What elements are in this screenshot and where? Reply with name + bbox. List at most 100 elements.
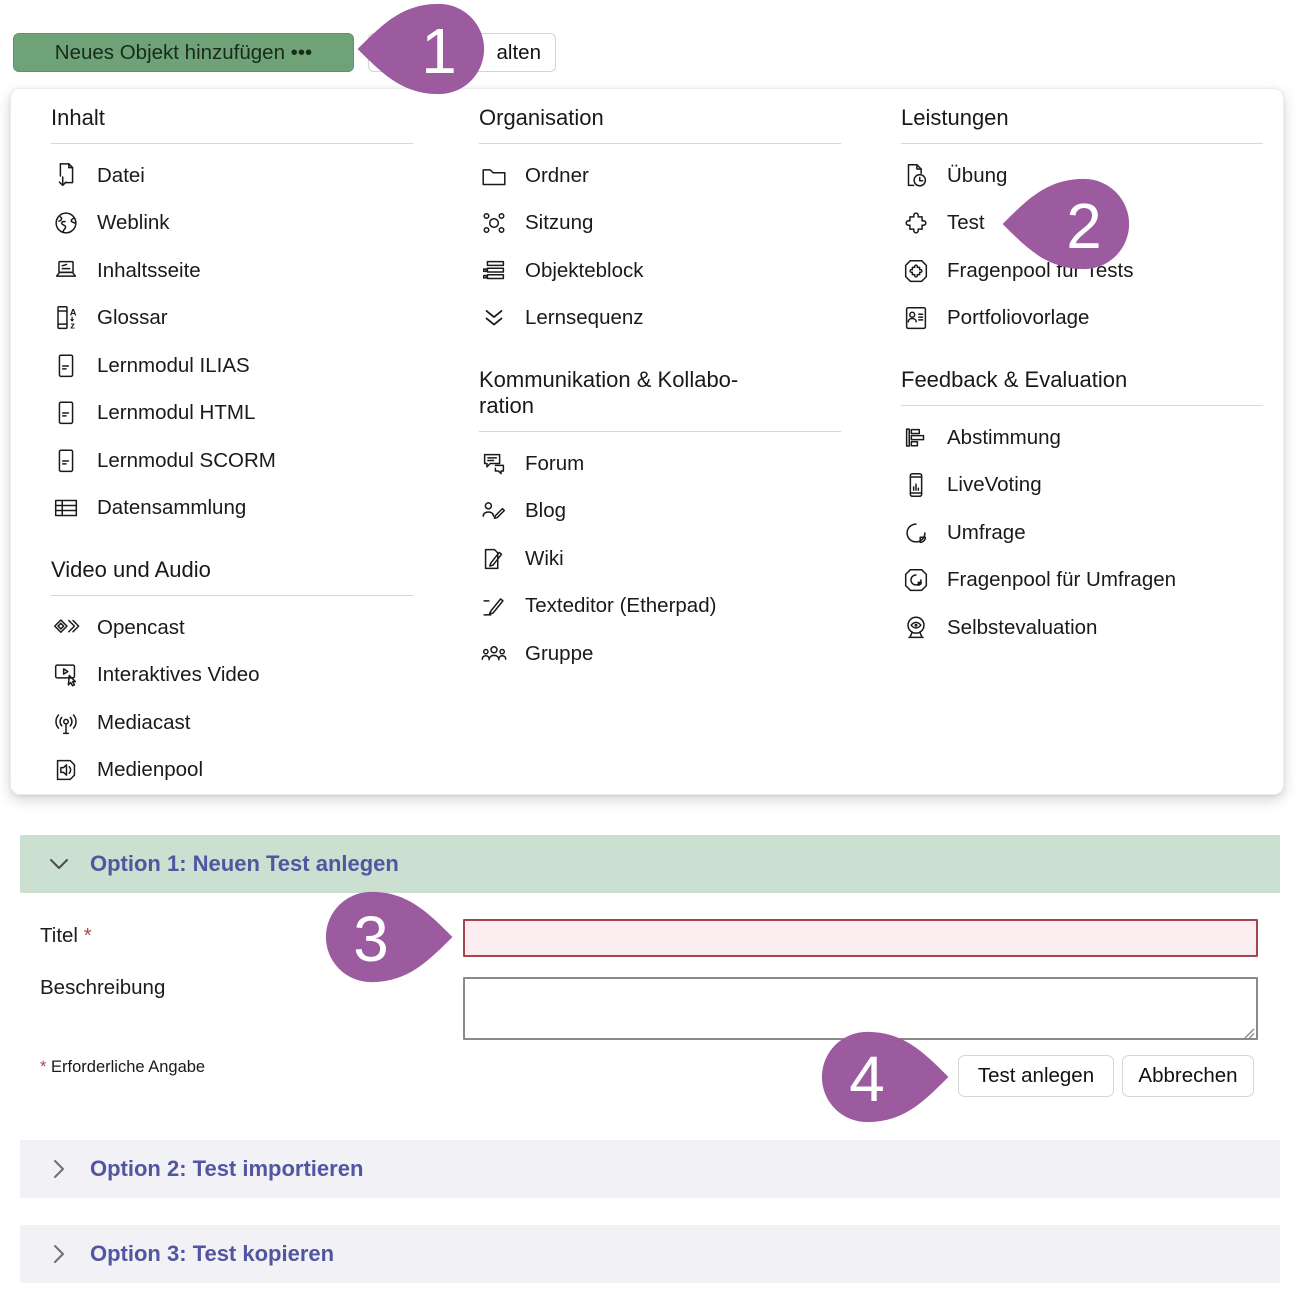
menu-item-label: Selbstevaluation <box>947 615 1098 639</box>
menu-item-poll[interactable]: Abstimmung <box>901 414 1263 462</box>
menu-item-learning-module[interactable]: Lernmodul HTML <box>51 390 413 438</box>
partially-hidden-toolbar-button[interactable]: alten <box>368 33 556 72</box>
weblink-icon <box>51 208 81 238</box>
menu-item-folder[interactable]: Ordner <box>479 152 841 200</box>
description-label: Beschreibung <box>40 976 166 999</box>
menu-item-text-editor[interactable]: Texteditor (Etherpad) <box>479 583 841 631</box>
menu-item-label: Weblink <box>97 211 170 235</box>
learning-module-icon <box>51 351 81 381</box>
test-icon <box>901 208 931 238</box>
folder-icon <box>479 161 509 191</box>
question-pool-survey-icon <box>901 565 931 595</box>
menu-item-label: Glossar <box>97 306 168 330</box>
menu-item-media-pool[interactable]: Medienpool <box>51 747 413 795</box>
menu-item-learning-module[interactable]: Lernmodul SCORM <box>51 437 413 485</box>
menu-item-label: Umfrage <box>947 520 1026 544</box>
svg-text:3: 3 <box>353 903 388 975</box>
section-title: Organisation <box>479 105 841 144</box>
survey-icon <box>901 518 931 548</box>
forum-icon <box>479 449 509 479</box>
create-test-button[interactable]: Test anlegen <box>958 1055 1114 1097</box>
menu-item-forum[interactable]: Forum <box>479 440 841 488</box>
menu-item-weblink[interactable]: Weblink <box>51 200 413 248</box>
svg-text:4: 4 <box>849 1043 884 1115</box>
accordion-option2-title: Option 2: Test importieren <box>90 1156 364 1181</box>
menu-item-self-evaluation[interactable]: Selbstevaluation <box>901 604 1263 652</box>
accordion-option1-header[interactable]: Option 1: Neuen Test anlegen <box>20 835 1280 893</box>
menu-item-label: Sitzung <box>525 211 594 235</box>
chevron-down-icon <box>46 851 72 877</box>
menu-item-label: Lernmodul HTML <box>97 401 256 425</box>
text-editor-icon <box>479 591 509 621</box>
add-object-button[interactable]: Neues Objekt hinzufügen ••• <box>13 33 354 72</box>
description-textarea[interactable] <box>463 977 1258 1040</box>
wiki-icon <box>479 544 509 574</box>
menu-item-label: Fragenpool für Umfragen <box>947 568 1177 592</box>
menu-item-exercise[interactable]: Übung <box>901 152 1263 200</box>
menu-item-live-voting[interactable]: LiveVoting <box>901 462 1263 510</box>
menu-item-test[interactable]: Test <box>901 200 1263 248</box>
menu-item-label: Lernmodul ILIAS <box>97 353 250 377</box>
menu-item-content-page[interactable]: Inhaltsseite <box>51 247 413 295</box>
title-input[interactable] <box>463 919 1258 957</box>
menu-item-survey[interactable]: Umfrage <box>901 509 1263 557</box>
menu-item-wiki[interactable]: Wiki <box>479 535 841 583</box>
accordion-option2-header[interactable]: Option 2: Test importieren <box>20 1140 1280 1198</box>
menu-item-session[interactable]: Sitzung <box>479 200 841 248</box>
cancel-button[interactable]: Abbrechen <box>1122 1055 1254 1097</box>
menu-item-label: Abstimmung <box>947 425 1061 449</box>
menu-item-object-block[interactable]: Objekteblock <box>479 247 841 295</box>
section-title: Inhalt <box>51 105 413 144</box>
media-pool-icon <box>51 755 81 785</box>
menu-item-label: Portfoliovorlage <box>947 306 1090 330</box>
menu-item-label: Texteditor (Etherpad) <box>525 594 717 618</box>
blog-icon <box>479 496 509 526</box>
menu-item-file[interactable]: Datei <box>51 152 413 200</box>
menu-item-label: Gruppe <box>525 641 594 665</box>
self-evaluation-icon <box>901 613 931 643</box>
menu-item-learning-module[interactable]: Lernmodul ILIAS <box>51 342 413 390</box>
menu-item-mediacast[interactable]: Mediacast <box>51 699 413 747</box>
chevron-right-icon <box>46 1156 72 1182</box>
interactive-video-icon <box>51 660 81 690</box>
menu-item-question-pool-test[interactable]: Fragenpool für Tests <box>901 247 1263 295</box>
menu-item-learning-sequence[interactable]: Lernsequenz <box>479 295 841 343</box>
accordion-option3-header[interactable]: Option 3: Test kopieren <box>20 1225 1280 1283</box>
menu-item-interactive-video[interactable]: Interaktives Video <box>51 652 413 700</box>
menu-item-label: Datensammlung <box>97 496 247 520</box>
menu-item-portfolio-template[interactable]: Portfoliovorlage <box>901 295 1263 343</box>
callout-3: 3 <box>325 891 453 983</box>
opencast-icon <box>51 613 81 643</box>
menu-item-question-pool-survey[interactable]: Fragenpool für Umfragen <box>901 557 1263 605</box>
required-asterisk: * <box>83 924 92 947</box>
resize-grip-icon[interactable] <box>1243 1026 1255 1044</box>
menu-item-label: Interaktives Video <box>97 663 260 687</box>
menu-item-label: Fragenpool für Tests <box>947 258 1134 282</box>
menu-item-data-collection[interactable]: Datensammlung <box>51 485 413 533</box>
file-icon <box>51 161 81 191</box>
menu-item-label: Blog <box>525 499 567 523</box>
menu-item-label: Opencast <box>97 615 185 639</box>
section-title: Kommunikation & Kollabo­ration <box>479 367 841 432</box>
menu-item-label: LiveVoting <box>947 473 1042 497</box>
menu-item-group[interactable]: Gruppe <box>479 630 841 678</box>
data-collection-icon <box>51 493 81 523</box>
chevron-right-icon <box>46 1241 72 1267</box>
menu-item-opencast[interactable]: Opencast <box>51 604 413 652</box>
section-title: Video und Audio <box>51 557 413 596</box>
menu-item-blog[interactable]: Blog <box>479 488 841 536</box>
question-pool-test-icon <box>901 256 931 286</box>
learning-module-icon <box>51 446 81 476</box>
menu-item-label: Mediacast <box>97 710 191 734</box>
mediacast-icon <box>51 708 81 738</box>
